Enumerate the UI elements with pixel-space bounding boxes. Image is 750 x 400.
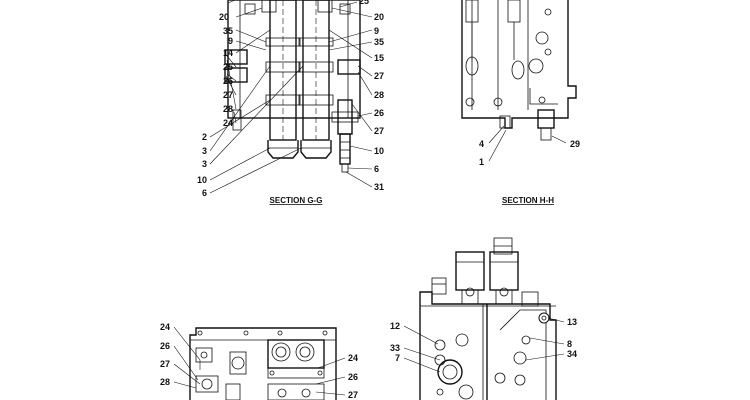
label-1: 1 [479, 157, 484, 167]
label-3a: 3 [202, 146, 207, 156]
bottom-right-view-leaders [403, 317, 565, 373]
section-gg-right-labels: 25 20 9 35 15 27 28 26 27 10 6 31 [359, 0, 384, 192]
label-13: 13 [567, 317, 577, 327]
section-gg-leaders [209, 0, 373, 194]
label-10: 10 [374, 146, 384, 156]
bottom-right-view-labels: 12 33 7 13 8 34 [390, 317, 577, 363]
label-20: 20 [374, 12, 384, 22]
bottom-right-view-drawing [419, 237, 557, 400]
bottom-left-view-drawing [189, 327, 337, 400]
label-14: 14 [223, 48, 233, 58]
label-9: 9 [374, 26, 379, 36]
label-35: 35 [374, 37, 384, 47]
label-28: 28 [160, 377, 170, 387]
label-35: 35 [223, 26, 233, 36]
label-25: 25 [223, 62, 233, 72]
label-27: 27 [160, 359, 170, 369]
label-26: 26 [374, 108, 384, 118]
section-hh-caption: SECTION H-H [502, 196, 554, 205]
label-8: 8 [567, 339, 572, 349]
section-hh-leaders [488, 125, 567, 162]
label-24: 24 [160, 322, 170, 332]
label-25: 25 [359, 0, 369, 6]
label-27: 27 [223, 90, 233, 100]
label-2: 2 [202, 132, 207, 142]
label-27: 27 [374, 71, 384, 81]
section-gg-left-labels: 20 35 9 14 25 26 27 28 24 2 3 3 10 6 [197, 12, 233, 198]
label-24: 24 [223, 118, 233, 128]
section-hh-labels: 4 1 29 [479, 139, 580, 167]
label-26: 26 [160, 341, 170, 351]
label-24: 24 [348, 353, 358, 363]
label-7: 7 [395, 353, 400, 363]
label-9: 9 [228, 36, 233, 46]
label-26: 26 [223, 76, 233, 86]
label-28: 28 [374, 90, 384, 100]
label-29: 29 [570, 139, 580, 149]
label-34: 34 [567, 349, 577, 359]
label-20: 20 [219, 12, 229, 22]
label-6: 6 [374, 164, 379, 174]
section-gg-drawing [224, 0, 361, 173]
label-26: 26 [348, 372, 358, 382]
label-33: 33 [390, 343, 400, 353]
label-15: 15 [374, 53, 384, 63]
label-27: 27 [348, 390, 358, 400]
bottom-left-view-labels: 24 26 27 28 24 26 27 [160, 322, 358, 400]
label-4: 4 [479, 139, 484, 149]
section-hh-drawing [461, 0, 577, 141]
section-gg-caption: SECTION G-G [270, 196, 323, 205]
label-6: 6 [202, 188, 207, 198]
label-27: 27 [374, 126, 384, 136]
label-31: 31 [374, 182, 384, 192]
label-10: 10 [197, 175, 207, 185]
label-3b: 3 [202, 159, 207, 169]
label-12: 12 [390, 321, 400, 331]
bottom-left-view-leaders [173, 326, 346, 396]
label-28: 28 [223, 104, 233, 114]
